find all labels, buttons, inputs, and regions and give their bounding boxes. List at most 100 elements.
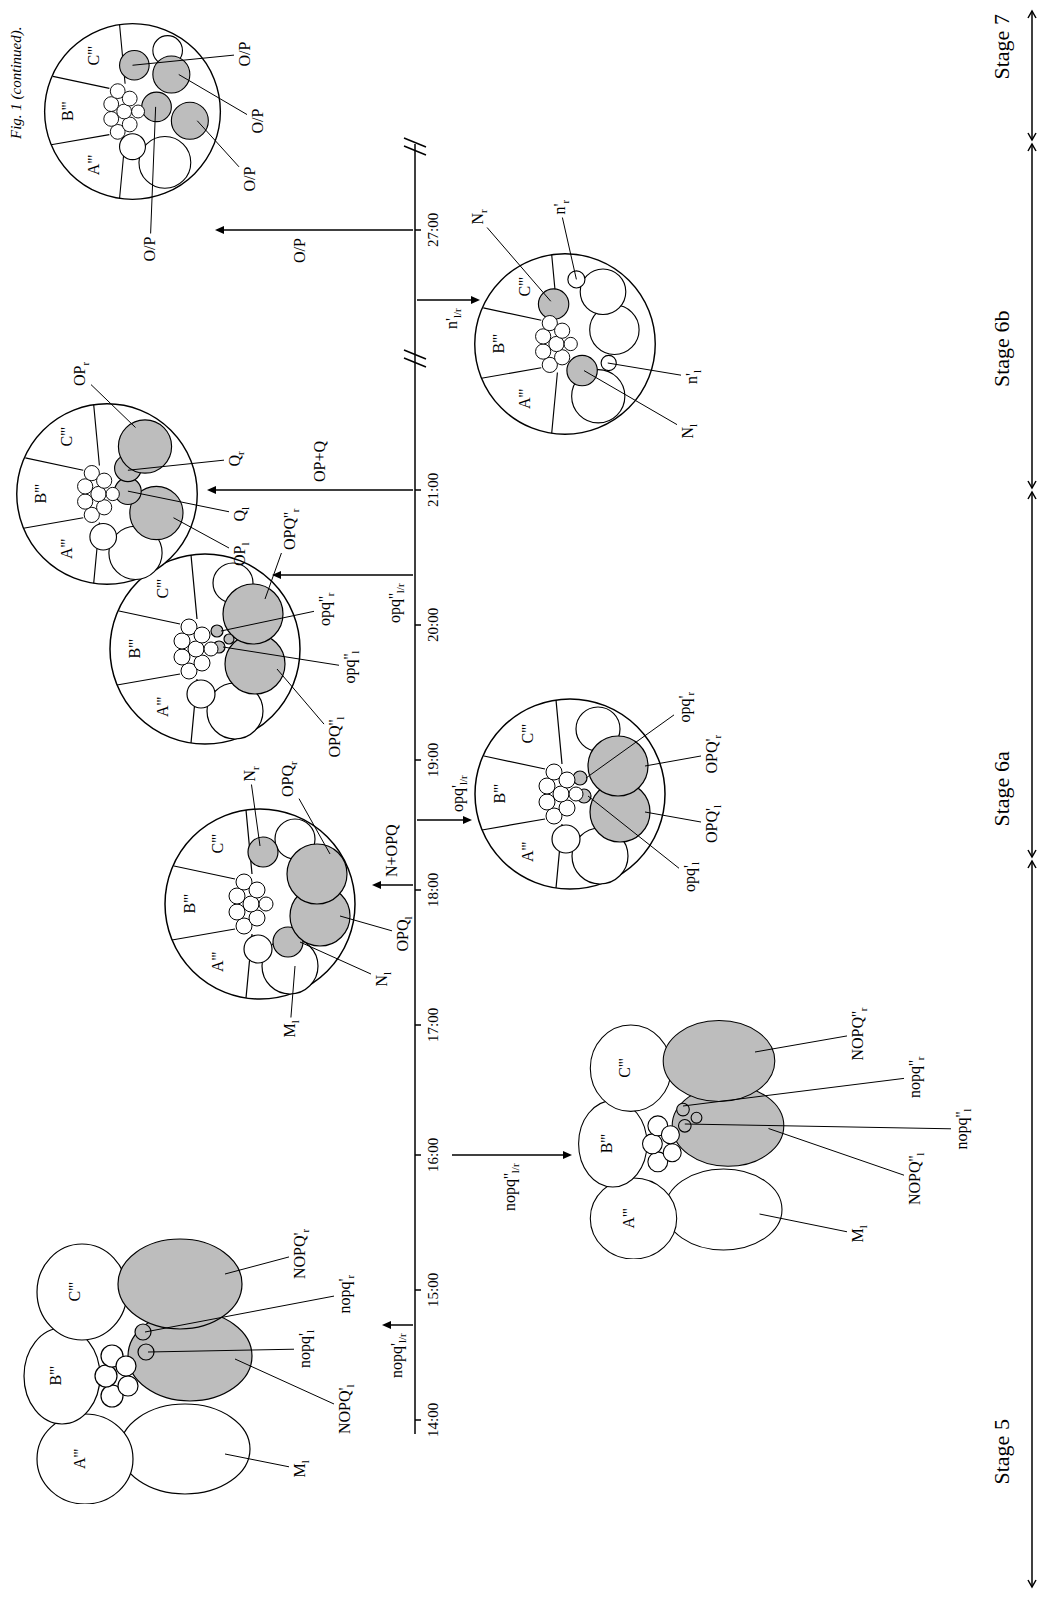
cell-label: OPQ''r xyxy=(282,508,298,550)
range-head xyxy=(1028,133,1036,140)
embryo-drawing: A'''B'''C''' xyxy=(470,694,670,894)
embryo-drawing: A'''B'''C''' xyxy=(470,249,660,439)
range-head xyxy=(1028,1580,1036,1587)
arrow-head xyxy=(382,1321,391,1329)
cell-boundary xyxy=(174,866,235,879)
range-head xyxy=(1028,492,1036,499)
cell-label: C''' xyxy=(86,46,102,65)
event-arrow xyxy=(417,819,464,821)
tick xyxy=(415,624,421,626)
cell-boundary xyxy=(481,368,541,378)
teloblast-cell xyxy=(691,1112,702,1123)
cell-boundary xyxy=(94,405,100,466)
cell-label: opq''l xyxy=(342,651,358,684)
tick xyxy=(415,1289,421,1291)
cell-label: B''' xyxy=(127,639,143,658)
cell-label: C''' xyxy=(617,1058,633,1077)
cell-boundary xyxy=(556,700,562,764)
leader-line xyxy=(148,1349,294,1352)
cell-label: nopq'l xyxy=(297,1330,313,1368)
cell-label: OPr xyxy=(72,362,88,386)
event-arrow xyxy=(417,299,472,301)
cell xyxy=(37,1414,133,1504)
cell-label: C''' xyxy=(67,1282,83,1301)
micromere xyxy=(564,337,577,350)
cell-label: B''' xyxy=(33,484,49,503)
cell-label: B''' xyxy=(60,102,76,121)
embryo-circle xyxy=(45,24,221,200)
figure-caption: Fig. 1 (continued). xyxy=(9,27,24,139)
leader-line xyxy=(91,385,136,428)
time-label: 14:00 xyxy=(426,1403,441,1437)
cell-label: C''' xyxy=(517,277,533,296)
teloblast-cell xyxy=(135,1324,151,1340)
micromere xyxy=(194,627,210,643)
teloblast-cell xyxy=(142,92,172,122)
leader-line xyxy=(291,966,295,1018)
leader-line xyxy=(174,518,230,548)
range-head xyxy=(1028,850,1036,857)
stage-label: Stage 6b xyxy=(991,311,1013,387)
micromere xyxy=(106,487,119,500)
teloblast-cell xyxy=(538,289,568,319)
teloblast-cell xyxy=(663,1021,775,1102)
cell-boundary xyxy=(484,756,545,769)
leader-line xyxy=(128,460,224,470)
event-label: nopq'l/r xyxy=(389,1333,405,1378)
range-head xyxy=(1028,11,1036,18)
teloblast-cell xyxy=(224,634,234,644)
cell-label: OPQ''l xyxy=(327,717,343,758)
cell-label: B''' xyxy=(491,334,507,353)
micromere xyxy=(78,479,93,494)
event-label: O/P xyxy=(292,238,308,263)
micromere xyxy=(259,897,273,911)
leader-line xyxy=(151,107,156,234)
cell xyxy=(661,1126,679,1144)
cell xyxy=(139,136,191,188)
tick xyxy=(415,489,421,491)
cell-boundary xyxy=(552,373,558,434)
leader-line xyxy=(608,363,681,375)
arrow-head xyxy=(463,816,472,824)
leader-line xyxy=(225,1454,289,1467)
cell-label: A''' xyxy=(210,952,226,972)
arrow-head xyxy=(372,881,381,889)
event-arrow xyxy=(215,489,413,491)
leader-line xyxy=(340,916,392,931)
embryo-drawing: A'''B'''C''' xyxy=(160,804,360,1004)
leader-line xyxy=(683,1078,904,1106)
cell-boundary xyxy=(482,819,545,830)
embryo-circle xyxy=(110,554,300,744)
event-label: N+OPQ xyxy=(384,824,400,877)
micromere xyxy=(555,323,570,338)
leader-line xyxy=(586,715,674,778)
arrow-head xyxy=(563,1151,572,1159)
embryo-circle xyxy=(475,699,665,889)
leader-line xyxy=(769,1129,905,1176)
micromere xyxy=(104,97,119,112)
leader-line xyxy=(277,669,324,724)
cell-label: n'l xyxy=(684,370,700,384)
micromere xyxy=(536,329,551,344)
leader-line xyxy=(251,785,260,847)
micromere xyxy=(132,105,145,118)
leader-line xyxy=(133,55,235,65)
cell-label: opq'l xyxy=(682,862,698,892)
cell-label: Qr xyxy=(227,451,243,466)
embryo-circle xyxy=(17,404,198,585)
cell-boundary xyxy=(51,135,109,145)
leader-line xyxy=(179,75,247,115)
micromere xyxy=(539,794,555,810)
leader-line xyxy=(584,371,677,425)
stage-range xyxy=(1031,861,1033,1587)
cell-label: Ml xyxy=(292,1460,308,1477)
teloblast-cell xyxy=(588,736,648,796)
cell xyxy=(37,1244,127,1340)
cell-label: B''' xyxy=(492,784,508,803)
event-label: OP+Q xyxy=(312,441,328,482)
leader-line xyxy=(588,796,679,868)
cell-label: A''' xyxy=(155,697,171,717)
leader-line xyxy=(755,1036,847,1052)
tick xyxy=(415,759,421,761)
cell-boundary xyxy=(172,929,235,940)
